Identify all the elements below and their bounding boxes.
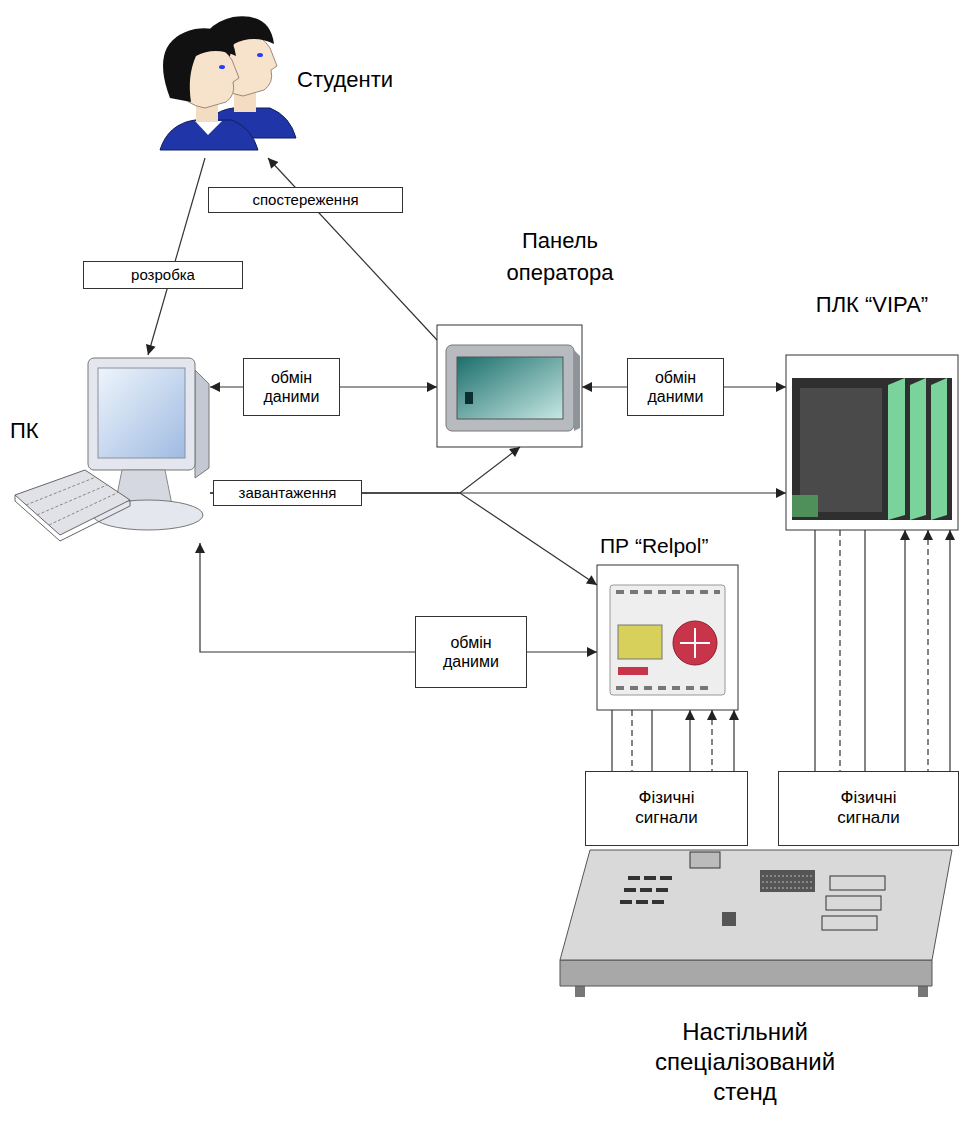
edge-label: Фізичні сигнали — [821, 788, 916, 829]
edge-label: спостереження — [252, 191, 358, 209]
connector — [268, 158, 437, 340]
students-icon — [160, 16, 296, 150]
connector-line — [200, 543, 597, 652]
node-box: ПК — [10, 355, 210, 543]
programmable-relay-icon — [597, 565, 738, 710]
node-box: Студенти — [150, 15, 275, 158]
bench-stand-icon — [560, 850, 952, 997]
connector — [148, 158, 205, 355]
node-box: Настільний спеціалізований стенд — [552, 845, 955, 1005]
node-label: Панель оператора — [485, 225, 635, 289]
connector-line — [268, 158, 437, 340]
edge-label: обмін даними — [256, 368, 328, 406]
connector-line — [148, 158, 205, 355]
edge-label-box: спостереження — [208, 187, 403, 213]
edge-label: обмін даними — [435, 633, 507, 671]
node-label: ПК — [10, 418, 55, 444]
edge-label: Фізичні сигнали — [619, 788, 714, 829]
edge-label-box: обмін даними — [243, 358, 340, 416]
connector-line — [210, 493, 597, 585]
node-box: ПЛК “VIPA” — [786, 355, 958, 530]
node-label: Настільний спеціалізований стенд — [625, 1017, 865, 1107]
connector — [200, 543, 597, 652]
node-label: ПР “Relpol” — [600, 533, 770, 558]
node-box: ПР “Relpol” — [597, 565, 738, 710]
connector — [210, 493, 597, 585]
edge-label-box: Фізичні сигнали — [585, 771, 748, 846]
node-label: Студенти — [297, 67, 437, 93]
edge-label-box: обмін даними — [415, 616, 527, 688]
edge-label: завантаження — [239, 484, 337, 502]
edge-label: розробка — [131, 266, 195, 284]
edge-label-box: Фізичні сигнали — [778, 771, 959, 846]
plc-icon — [786, 355, 958, 530]
computer-icon — [15, 358, 209, 541]
edge-label-box: розробка — [83, 261, 243, 289]
node-label: ПЛК “VIPA” — [786, 292, 958, 318]
node-box: Панель оператора — [437, 325, 582, 447]
operator-panel-icon — [437, 325, 582, 447]
edge-label-box: завантаження — [213, 480, 362, 506]
edge-label: обмін даними — [640, 368, 712, 406]
edge-label-box: обмін даними — [627, 358, 724, 416]
